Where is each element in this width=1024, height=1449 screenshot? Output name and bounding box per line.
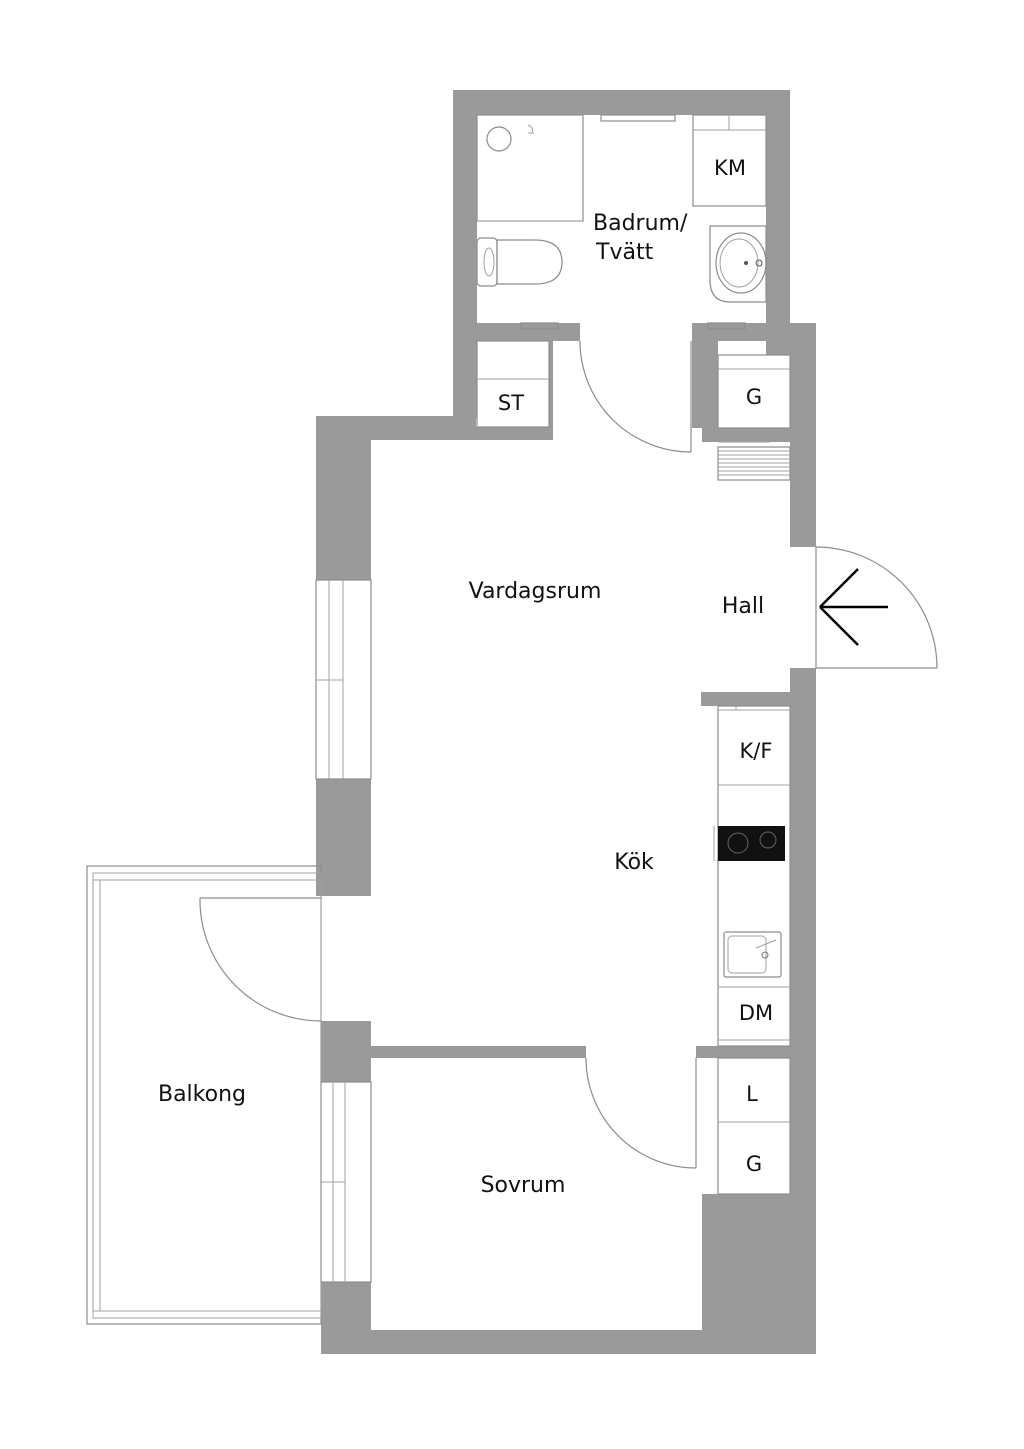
wall-g-top-step — [766, 341, 790, 355]
wall-st-bottom — [453, 427, 553, 440]
windows — [315, 114, 746, 1283]
label-dishwasher: DM — [739, 1001, 773, 1025]
label-balcony: Balkong — [158, 1082, 246, 1107]
bedroom-closets — [717, 1057, 791, 1195]
wall-kitchen-bedroom-right — [696, 1046, 790, 1058]
kitchen-sink-icon — [723, 931, 782, 978]
walls — [316, 90, 816, 1354]
doors — [199, 340, 938, 1169]
label-living-room: Vardagsrum — [469, 579, 602, 604]
wall-g-left — [692, 341, 718, 428]
vent-bath-bottom-right — [707, 322, 746, 330]
wall-living-left-lower — [316, 779, 371, 896]
label-washing-machine: KM — [714, 156, 746, 180]
label-bedroom: Sovrum — [481, 1173, 566, 1198]
door-bath — [579, 340, 692, 453]
storage-st — [476, 340, 550, 428]
wall-bath-right — [766, 90, 790, 340]
label-linen-closet: L — [746, 1082, 758, 1106]
wall-kitchen-top — [701, 692, 790, 706]
label-bathroom-2: Tvätt — [595, 240, 654, 265]
bath-fixtures — [476, 114, 767, 303]
label-storage: ST — [498, 391, 524, 415]
storage-units — [476, 340, 791, 481]
sink-icon — [709, 225, 767, 303]
radiator-fins — [718, 450, 790, 476]
wall-bedroom-corner — [702, 1194, 816, 1354]
wall-g-bottom — [702, 428, 790, 442]
wall-bath-left — [453, 90, 477, 418]
door-entrance — [815, 546, 938, 669]
counter — [717, 705, 791, 1047]
stove-icon — [713, 826, 785, 861]
door-bedroom — [585, 1057, 697, 1169]
label-bathroom-1: Badrum/ — [593, 211, 688, 236]
vent-bath-top — [600, 114, 676, 122]
entrance-arrow-icon — [819, 568, 888, 646]
toilet-icon — [476, 237, 563, 287]
wall-st-right — [549, 341, 553, 427]
kitchen-counter — [713, 705, 791, 1047]
vent-bath-bottom-left — [520, 322, 559, 330]
label-kitchen: Kök — [614, 850, 654, 875]
wall-living-left-upper — [316, 416, 371, 580]
label-hall: Hall — [722, 594, 764, 619]
shower-icon — [476, 114, 584, 222]
closet-linen — [717, 1057, 791, 1195]
balcony — [86, 865, 322, 1325]
wall-bath-bottom-right — [692, 323, 814, 341]
label-wardrobe-bedroom: G — [746, 1152, 762, 1176]
labels: Badrum/ Tvätt Vardagsrum Hall Kök Balkon… — [158, 156, 773, 1198]
wall-bath-bottom-left — [453, 323, 580, 341]
balcony-inner — [92, 872, 322, 1319]
wall-pillar-mid — [321, 1021, 371, 1082]
wall-bath-top — [453, 90, 790, 115]
wall-right-upper — [790, 323, 816, 547]
wardrobe-hall — [717, 354, 791, 429]
label-fridge-freezer: K/F — [740, 739, 773, 763]
door-balcony — [199, 897, 322, 1022]
label-wardrobe-hall: G — [746, 385, 762, 409]
wall-kitchen-bedroom-left — [321, 1046, 586, 1058]
